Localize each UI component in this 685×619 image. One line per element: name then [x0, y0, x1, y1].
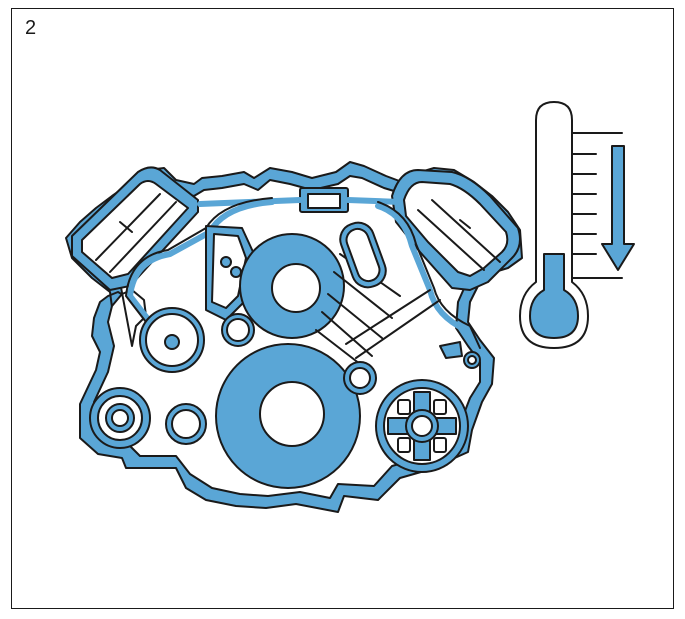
- arrow-down-icon: [602, 146, 634, 270]
- thermometer-icon: [520, 102, 622, 348]
- engine-block-icon: [66, 162, 522, 512]
